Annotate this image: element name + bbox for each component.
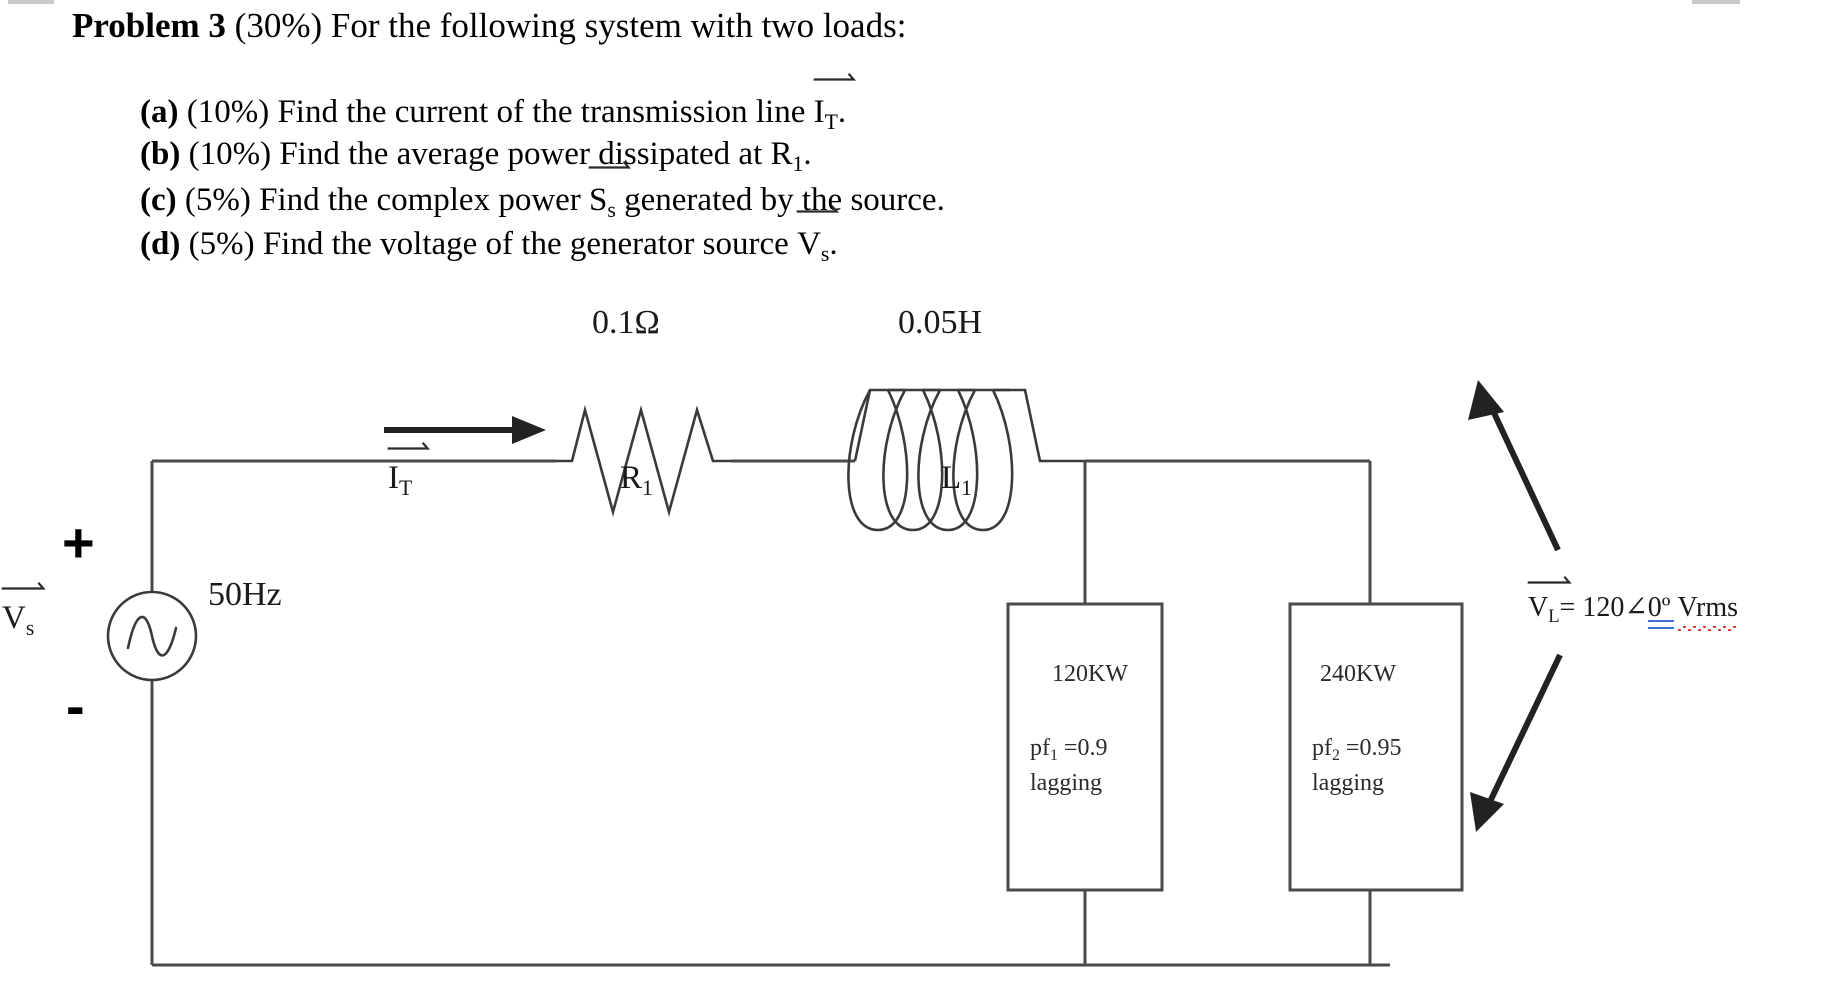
part-d-weight: (5%) (188, 226, 255, 262)
part-a-symbol-vector: IT (813, 72, 856, 136)
current-label-base: I (388, 460, 399, 496)
part-d-text-after: . (829, 226, 838, 262)
problem-weight: (30%) (234, 6, 323, 45)
load1-pf-mode-label: lagging (1030, 770, 1102, 796)
problem-part-b: (b) (10%) Find the average power dissipa… (140, 133, 812, 178)
part-c-tag: (c) (140, 182, 177, 218)
part-c-symbol: S (589, 182, 608, 218)
load-voltage-unit: Vrms (1677, 592, 1739, 631)
load2-power-label: 240KW (1320, 661, 1396, 687)
load-voltage-symbol-base: V (1528, 592, 1549, 623)
inductor-L1-symbol (847, 388, 1085, 532)
part-b-text: Find the average power dissipated at (279, 136, 763, 172)
resistor-R1-symbol (556, 404, 731, 517)
resistor-name-label: R1 (620, 460, 653, 500)
circuit-diagram: 0.1Ω 0.05H R1 L1 IT + - Vs 50Hz 120KW pf… (0, 280, 1836, 1006)
part-a-text-after: . (837, 94, 847, 130)
load-voltage-arrow-up-icon (1468, 380, 1561, 552)
inductor-value-label: 0.05H (898, 304, 983, 341)
load-box-2 (1288, 602, 1464, 892)
problem-part-c: (c) (5%) Find the complex power Ss gener… (140, 160, 945, 224)
source-voltage-label: Vs (1, 581, 46, 640)
part-c-symbol-vector: Ss (588, 160, 632, 224)
part-a-tag: (a) (140, 94, 179, 130)
part-c-text: Find the complex power (259, 182, 581, 218)
part-a-symbol-sub: T (824, 109, 838, 134)
problem-part-a: (a) (10%) Find the current of the transm… (140, 72, 856, 136)
load-voltage-angle-glyph: ∠ (1624, 592, 1648, 623)
current-label-sub: T (399, 475, 413, 500)
source-frequency-label: 50Hz (208, 576, 282, 613)
part-b-symbol: R (770, 136, 793, 172)
part-c-symbol-sub: s (607, 197, 616, 222)
load1-pf-label: pf1 =0.9 (1030, 735, 1108, 764)
problem-intro: For the following system with two loads: (330, 6, 907, 45)
inductor-name-sub: 1 (961, 475, 973, 500)
part-a-symbol: I (813, 94, 825, 130)
load-box-1 (1006, 602, 1164, 892)
load-voltage-angle-value: 0º (1647, 592, 1675, 629)
inductor-name-base: L (941, 460, 962, 496)
inductor-name-label: L1 (941, 460, 973, 500)
load2-pf-sub: 2 (1332, 746, 1340, 764)
load-voltage-symbol-vector: VL (1527, 576, 1572, 626)
load2-pf-mode-label: lagging (1312, 770, 1384, 796)
load-voltage-annotation: VL= 120∠0º Vrms (1527, 576, 1739, 631)
part-d-symbol: V (797, 226, 821, 262)
part-d-tag: (d) (140, 226, 181, 262)
part-b-weight: (10%) (188, 136, 272, 172)
part-d-symbol-sub: s (820, 241, 830, 266)
part-c-text-after: generated by the source. (624, 182, 945, 218)
source-polarity-minus: - (66, 674, 85, 737)
resistor-name-sub: 1 (642, 475, 653, 500)
load-voltage-symbol-sub: L (1548, 605, 1560, 626)
vector-arrow-icon (813, 72, 856, 81)
problem-number: Problem 3 (72, 6, 226, 45)
load-voltage-equals: = 120 (1559, 592, 1625, 623)
problem-part-d: (d) (5%) Find the voltage of the generat… (140, 204, 840, 268)
part-b-symbol-sub: 1 (792, 151, 804, 176)
load1-power-label: 120KW (1052, 661, 1128, 687)
resistor-name-base: R (620, 460, 643, 496)
current-label: IT (387, 441, 431, 500)
part-b-text-after: . (803, 136, 812, 172)
source-polarity-plus: + (62, 511, 95, 574)
page-margin-tick-left (8, 0, 54, 4)
part-b-tag: (b) (140, 136, 181, 172)
load1-pf-sub: 1 (1050, 746, 1058, 764)
part-d-text: Find the voltage of the generator source (262, 226, 789, 262)
part-c-weight: (5%) (184, 182, 251, 218)
part-a-text: Find the current of the transmission lin… (277, 94, 806, 130)
load2-pf-value: =0.95 (1345, 735, 1402, 761)
circuit-schematic-svg (106, 380, 1563, 967)
sine-wave-icon (126, 615, 178, 657)
load2-pf-base: pf (1312, 735, 1332, 761)
source-voltage-vector: Vs (1, 581, 46, 640)
resistor-value-label: 0.1Ω (592, 304, 660, 341)
load1-pf-value: =0.9 (1063, 735, 1108, 761)
part-a-weight: (10%) (186, 94, 270, 130)
source-voltage-base: V (2, 600, 26, 636)
problem-title: Problem 3 (30%) For the following system… (72, 4, 906, 48)
load-voltage-arrow-down-icon (1470, 653, 1563, 832)
load2-pf-label: pf2 =0.95 (1312, 735, 1402, 764)
current-direction-arrow-icon (384, 416, 546, 444)
current-label-vector: IT (387, 441, 431, 500)
load1-pf-base: pf (1030, 735, 1050, 761)
source-voltage-sub: s (25, 615, 35, 640)
part-d-symbol-vector: Vs (796, 204, 840, 268)
page-margin-tick-right (1692, 0, 1740, 4)
